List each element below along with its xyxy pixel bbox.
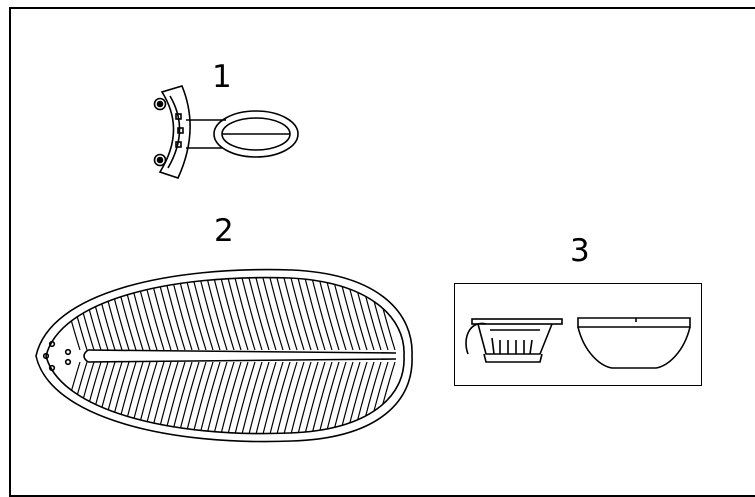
blade-vein [302,277,326,351]
part-3-label: 3 [570,233,590,269]
blade-vein [232,361,256,434]
blade-vein [246,361,270,434]
blade-vein [288,277,312,351]
blade-vein [267,361,291,434]
blade-vein [274,277,298,351]
blade-vein [288,361,312,434]
part-1-label: 1 [212,59,232,95]
blade-vein [253,277,277,351]
blade-vein [260,277,284,351]
blade-vein [232,277,256,351]
blade-vein [274,361,298,434]
blade-vein [295,277,319,351]
blade-vein [218,277,242,351]
blade-vein [267,277,291,351]
light-kit-box [454,283,702,386]
blade-vein [253,361,277,434]
blade-vein [260,361,284,434]
blade-vein [225,277,249,351]
blade-vein [239,277,263,351]
blade-vein [239,361,263,434]
blade-vein [295,361,319,434]
blade-vein [246,277,270,351]
blade-vein [281,361,305,434]
part-2-label: 2 [214,213,234,249]
blade-vein [225,361,249,434]
blade-vein [281,277,305,351]
